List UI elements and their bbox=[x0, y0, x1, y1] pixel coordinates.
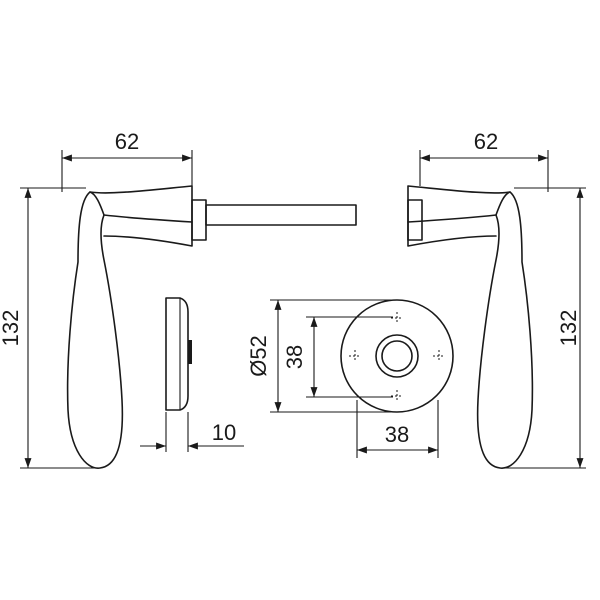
dim-rose-inner-width-label: 38 bbox=[385, 422, 409, 447]
left-collar bbox=[191, 199, 207, 241]
dim-rose-thickness: 10 bbox=[140, 412, 244, 452]
rose-spring-tab bbox=[188, 340, 192, 364]
dim-rose-diameter-label: Ø52 bbox=[246, 335, 271, 377]
dim-left-height-label: 132 bbox=[0, 310, 23, 347]
dim-rose-inner-height-label: 38 bbox=[282, 345, 307, 369]
dim-left-height: 132 bbox=[0, 187, 98, 469]
spindle bbox=[205, 204, 357, 226]
screw-mark-bottom bbox=[391, 390, 403, 402]
dim-right-height: 132 bbox=[502, 187, 586, 469]
dim-right-width-label: 62 bbox=[474, 129, 498, 154]
rose-side-view bbox=[165, 297, 192, 411]
dim-rose-inner-width: 38 bbox=[356, 400, 439, 458]
dim-right-height-label: 132 bbox=[556, 310, 581, 347]
left-lever-handle bbox=[66, 185, 357, 469]
right-lever-handle bbox=[407, 185, 534, 469]
dim-left-width-label: 62 bbox=[115, 129, 139, 154]
dim-left-width: 62 bbox=[61, 129, 193, 192]
dim-rose-diameter: Ø52 bbox=[246, 299, 397, 413]
screw-mark-left bbox=[349, 350, 361, 362]
dim-rose-thickness-label: 10 bbox=[212, 420, 236, 445]
dim-right-width: 62 bbox=[419, 129, 549, 192]
dim-rose-inner-height: 38 bbox=[282, 316, 393, 398]
screw-mark-right bbox=[433, 350, 445, 362]
screw-mark-top bbox=[391, 312, 403, 324]
